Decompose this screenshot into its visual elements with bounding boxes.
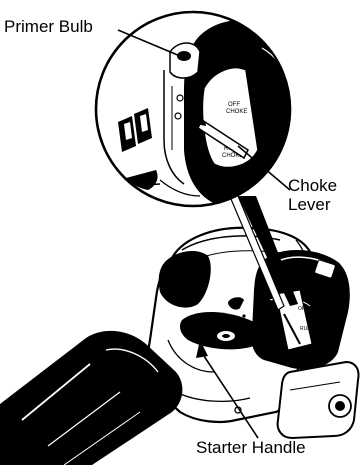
- starter-handle-label: Starter Handle: [196, 438, 306, 457]
- svg-text:OFF: OFF: [228, 102, 240, 108]
- svg-text:OFF: OFF: [298, 306, 308, 312]
- starter-handle-leader: [203, 355, 259, 439]
- svg-text:RUN: RUN: [300, 326, 311, 332]
- choke-lever-label: Choke Lever: [288, 176, 337, 214]
- choke-lever-leader: [237, 145, 291, 191]
- fuel-tank: [276, 360, 360, 440]
- drive-shaft: [0, 330, 183, 465]
- choke-lever-label-line2: Lever: [288, 195, 331, 214]
- leader-lines: [117, 29, 291, 439]
- svg-text:CHOKE: CHOKE: [222, 153, 243, 159]
- primer-bulb-label: Primer Bulb: [4, 17, 93, 36]
- svg-text:CHOKE: CHOKE: [226, 109, 247, 115]
- starter-grip: [180, 311, 260, 358]
- choke-lever-label-line1: Choke: [288, 176, 338, 195]
- primer-bulb-leader: [117, 29, 181, 57]
